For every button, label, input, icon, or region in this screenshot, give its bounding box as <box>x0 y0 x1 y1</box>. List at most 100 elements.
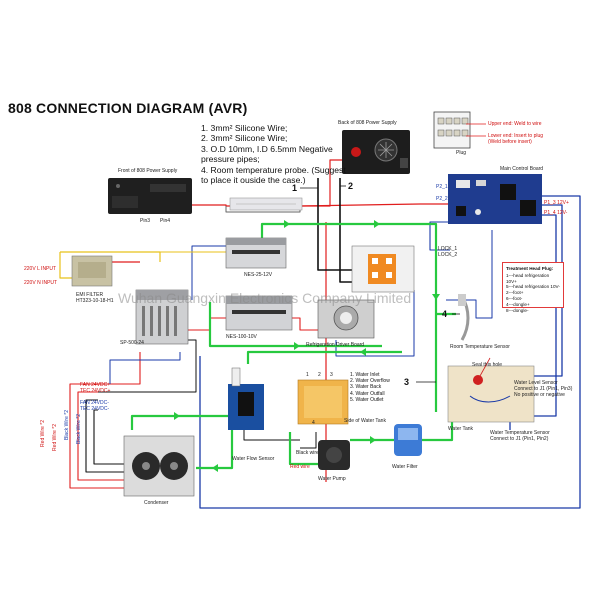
wire-red-main-board <box>299 203 450 207</box>
label-red-wire: Red wire <box>290 464 310 470</box>
label-water-filter: Water Filter <box>392 464 418 470</box>
label-lock-1: LOCK_1 <box>438 246 458 252</box>
label-lock-2: LOCK_2 <box>438 252 458 258</box>
marker-arrows <box>300 185 460 383</box>
treatment-plug-item-4: 6---foot- <box>506 295 523 301</box>
central-connector <box>351 245 415 293</box>
label-red-wire-1: Red Wire *2 <box>40 420 46 447</box>
wire-black-left-1 <box>85 399 124 473</box>
label-tank-side: Side of Water Tank <box>344 418 386 424</box>
water-pump <box>318 440 350 470</box>
marker-2: 2 <box>348 181 354 191</box>
label-n-input: 220V N INPUT <box>24 280 58 286</box>
arrow-1 <box>284 220 290 228</box>
seal-hole-pointer <box>479 357 491 377</box>
wire-red-nes100 <box>188 317 226 331</box>
label-water-temp: Water Temperature Sensor <box>490 430 550 436</box>
wire-black-2 <box>339 178 352 283</box>
pipe-green-left <box>208 302 382 348</box>
label-black-wire: Black wire <box>296 450 319 456</box>
label-sp500: SP-500-24 <box>120 340 144 346</box>
legend-item-1: 1. 3mm² Silicone Wire; <box>201 123 288 133</box>
wire-red-driver <box>292 317 320 331</box>
label-p2-1: P2_1 <box>436 184 448 190</box>
room-temp-probe <box>458 294 470 341</box>
marker-3: 3 <box>404 377 410 387</box>
watermark: Wuhan Guangxin Electronics Company Limit… <box>118 290 412 306</box>
port-item-2: 2. Water Overflow <box>350 378 390 385</box>
treatment-plug-item-1: 1---head refrigeration 10V+ <box>506 272 550 284</box>
label-front-power: Front of 808 Power Supply <box>118 168 178 174</box>
legend-item-2: 2. 3mm² Silicone Wire; <box>201 133 288 144</box>
label-water-tank: Water Tank <box>448 426 474 432</box>
label-l-input: 220V L INPUT <box>24 266 57 272</box>
port-num-3: 3 <box>330 372 333 378</box>
label-water-level-3: No positive or negative <box>514 392 565 398</box>
label-condenser: Condenser <box>144 500 169 506</box>
front-power-supply <box>108 178 192 214</box>
refrigeration-driver-board <box>317 299 375 339</box>
treatment-plug-heading: Treatment Head Plug: <box>506 266 554 271</box>
back-power-supply <box>342 130 410 174</box>
port-list: 1. Water Inlet 2. Water Overflow 3. Wate… <box>350 372 390 403</box>
label-plug: Plug <box>456 150 467 156</box>
label-fan-vcc-minus: FAN 24VDC- <box>80 400 109 406</box>
treatment-plug-item-3: 2---foot+ <box>506 290 524 296</box>
tank-side <box>297 379 349 425</box>
condenser <box>123 435 195 497</box>
label-flow-sensor: Water Flow Sensor <box>232 456 275 462</box>
label-p1-3: P1_3 12V+ <box>544 200 569 206</box>
label-emi: EMI FILTER <box>76 292 104 298</box>
legend-item-4: 4. Room temperature probe. (Suggest to p… <box>201 164 346 186</box>
arrow-3 <box>432 294 440 300</box>
treatment-plug-item-5: 4---dongle+ <box>506 301 530 307</box>
label-fan-vcc-plus: FAN 24VDC+ <box>80 382 111 388</box>
treatment-plug-panel: Treatment Head Plug: 1---head refrigerat… <box>502 262 564 313</box>
port-item-3: 3. Water Back <box>350 384 382 391</box>
label-water-level-2: Connect to J1 (Pin1, Pin3) <box>514 386 573 392</box>
label-upper-end: Upper end: Weld to wire <box>488 121 542 127</box>
emi-filter <box>71 255 113 287</box>
wire-yellow-2 <box>59 252 72 279</box>
label-red-wire-2: Red Wire *2 <box>52 424 58 451</box>
port-num-1: 1 <box>306 372 309 378</box>
pipe-green-condenser <box>130 414 232 430</box>
wire-blue-bottom <box>199 195 581 509</box>
wire-black-left-2 <box>93 409 124 465</box>
flow-arrows <box>174 220 440 472</box>
nes-100-10v <box>225 295 293 331</box>
label-nes25: NES-25-12V <box>244 272 273 278</box>
label-tec-vcc-minus: TEC 24VDC- <box>80 406 110 412</box>
wire-red-left-2 <box>77 391 124 481</box>
label-black-wire-1: Black Wire *2 <box>64 410 70 441</box>
water-filter <box>394 424 422 456</box>
label-refrig-driver: Refrigeration Driver Board <box>306 342 365 348</box>
label-black-wire-2: Black Wire *2 <box>76 414 82 445</box>
pipe-green-top <box>260 222 438 412</box>
port-item-4: 4. Water Outfall <box>350 390 385 397</box>
label-water-temp-2: Connect to J1 (Pin1, Pin2) <box>490 436 549 442</box>
label-water-level: Water Level Sensor <box>514 380 558 386</box>
legend: 1. 3mm² Silicone Wire; 2. 3mm² Silicone … <box>201 123 351 185</box>
label-tec-vcc-plus: TEC 24VDC+ <box>80 388 111 394</box>
label-pin3: Pin3 <box>140 218 151 224</box>
wire-blue-lock <box>429 221 452 251</box>
wire-blue-left-1 <box>109 352 181 384</box>
flat-cable <box>229 197 303 211</box>
label-emi-model: HT323-10-18-H1 <box>76 298 114 304</box>
wire-layer <box>59 159 581 509</box>
plug <box>433 111 486 149</box>
arrow-6 <box>212 464 218 472</box>
pipe-green-flow <box>196 430 234 470</box>
wire-black-pump <box>300 432 317 449</box>
arrow-4 <box>294 342 300 350</box>
label-back-power: Back of 808 Power Supply <box>338 120 397 126</box>
treatment-plug-item-6: 8---dongle- <box>506 307 529 313</box>
nes-25-12v <box>225 237 287 269</box>
label-room-probe: Room Temperature Sensor <box>450 344 510 350</box>
label-water-pump: Water Pump <box>318 476 346 482</box>
wire-blue-nes <box>191 245 226 300</box>
port-num-4: 4 <box>312 420 315 426</box>
pipe-green-mid <box>246 350 402 364</box>
